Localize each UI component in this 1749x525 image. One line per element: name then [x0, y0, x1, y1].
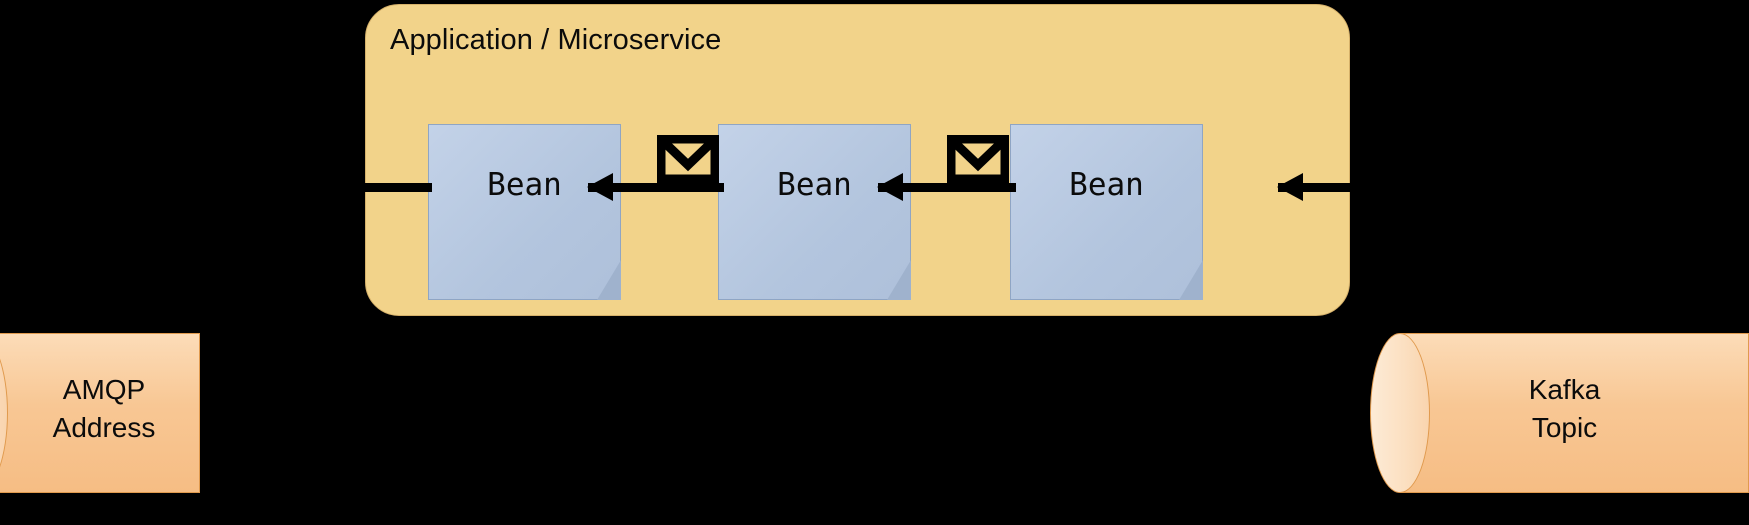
- bean-box-1: Bean: [428, 124, 621, 300]
- kafka-line-2: Topic: [1531, 412, 1598, 443]
- cylinder-cap: [1370, 333, 1430, 493]
- amqp-address-cylinder: AMQP Address: [0, 333, 200, 493]
- arrow-kafka-to-bean3: [1277, 173, 1428, 201]
- bean-label-3: Bean: [1069, 167, 1144, 203]
- kafka-topic-label: Kafka Topic: [1440, 371, 1689, 447]
- amqp-line-2: Address: [52, 412, 156, 443]
- cylinder-body: [0, 333, 200, 493]
- arrow-bean2-to-bean1: [587, 173, 724, 201]
- kafka-line-1: Kafka: [1528, 374, 1601, 405]
- cylinder-body: [1400, 333, 1749, 493]
- bean-box-2: Bean: [718, 124, 911, 300]
- amqp-line-1: AMQP: [62, 374, 146, 405]
- envelope-icon: [657, 135, 719, 183]
- arrow-bean3-to-bean2: [877, 173, 1016, 201]
- arrow-panel-to-amqp: [348, 183, 432, 192]
- bean-label-1: Bean: [487, 167, 562, 203]
- panel-title: Application / Microservice: [390, 24, 722, 56]
- envelope-icon: [947, 135, 1009, 183]
- kafka-topic-cylinder: Kafka Topic: [1370, 333, 1749, 493]
- bean-label-2: Bean: [777, 167, 852, 203]
- bean-box-3: Bean: [1010, 124, 1203, 300]
- amqp-address-label: AMQP Address: [8, 371, 200, 447]
